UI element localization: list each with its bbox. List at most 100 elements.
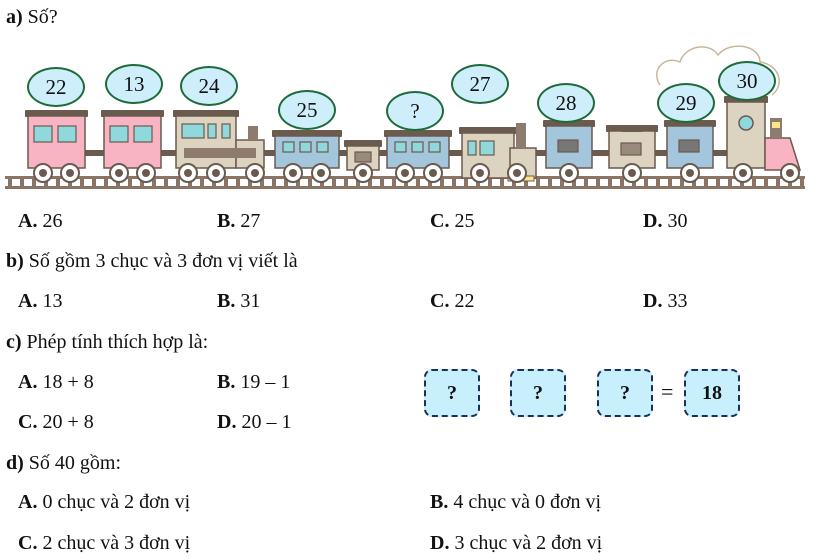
window (411, 141, 424, 153)
option-a-D[interactable]: D. 30 (643, 210, 687, 233)
window (133, 125, 153, 143)
option-b-B[interactable]: B. 31 (217, 290, 260, 313)
rail-tie (104, 179, 108, 186)
rail-tie (536, 179, 540, 186)
option-a-C[interactable]: C. 25 (430, 210, 474, 233)
rail-tie (332, 179, 336, 186)
question-b-label: b) (6, 250, 24, 272)
rail-tie (488, 179, 492, 186)
equation-box-2[interactable]: ? (510, 369, 566, 417)
option-c-D[interactable]: D. 20 – 1 (217, 411, 291, 434)
option-text: 3 chục và 2 đơn vị (454, 532, 603, 554)
rail-tie (572, 179, 576, 186)
rail-tie (776, 179, 780, 186)
option-letter: D. (643, 290, 663, 312)
rail-tie (380, 179, 384, 186)
option-text: 13 (42, 290, 63, 312)
window (394, 141, 407, 153)
option-b-D[interactable]: D. 33 (643, 290, 687, 313)
option-text: 2 chục và 3 đơn vị (42, 532, 191, 554)
rail-tie (272, 179, 276, 186)
option-b-C[interactable]: C. 22 (430, 290, 474, 313)
rail-tie (680, 179, 684, 186)
option-letter: A. (18, 210, 38, 232)
question-a-prompt: Số? (27, 6, 58, 28)
question-d-label: d) (6, 452, 24, 474)
option-text: 33 (667, 290, 688, 312)
option-letter: A. (18, 491, 38, 513)
equation-box-1[interactable]: ? (424, 369, 480, 417)
rail-tie (128, 179, 132, 186)
window (428, 141, 441, 153)
option-d-B[interactable]: B. 4 chục và 0 đơn vị (430, 491, 601, 514)
rail-tie (260, 179, 264, 186)
wheel-hub (142, 169, 150, 177)
option-a-A[interactable]: A. 26 (18, 210, 62, 233)
option-letter: B. (217, 210, 236, 232)
wheel-hub (513, 169, 521, 177)
option-text: 25 (454, 210, 475, 232)
rail-tie (596, 179, 600, 186)
train-number-2: 13 (105, 64, 163, 104)
lamp (772, 122, 780, 128)
option-c-C[interactable]: C. 20 + 8 (18, 411, 94, 434)
option-d-D[interactable]: D. 3 chục và 2 đơn vị (430, 532, 602, 555)
rail-tie (200, 179, 204, 186)
rail-tie (764, 179, 768, 186)
wheel-hub (115, 169, 123, 177)
rail-tie (8, 179, 12, 186)
option-text: 20 + 8 (42, 411, 94, 433)
rail-tie (584, 179, 588, 186)
equation-box-3[interactable]: ? (597, 369, 653, 417)
wheel-hub (212, 169, 220, 177)
option-letter: B. (217, 371, 236, 393)
option-text: 26 (42, 210, 63, 232)
option-letter: B. (217, 290, 236, 312)
option-b-A[interactable]: A. 13 (18, 290, 62, 313)
train-illustration (5, 45, 805, 189)
rail-tie (608, 179, 612, 186)
train-number-6: 27 (451, 64, 509, 104)
rail-tie (392, 179, 396, 186)
question-a-heading: a) Số? (6, 6, 58, 29)
window (57, 125, 77, 143)
wheel-hub (401, 169, 409, 177)
option-d-A[interactable]: A. 0 chục và 2 đơn vị (18, 491, 190, 514)
rail-tie (464, 179, 468, 186)
loco-stripe (184, 148, 256, 158)
rail-tie (524, 179, 528, 186)
rail-tie (500, 179, 504, 186)
option-c-B[interactable]: B. 19 – 1 (217, 371, 290, 394)
question-c-heading: c) Phép tính thích hợp là: (6, 331, 208, 354)
option-a-B[interactable]: B. 27 (217, 210, 260, 233)
option-text: 19 – 1 (240, 371, 291, 393)
smoke-cloud (656, 45, 780, 96)
option-letter: C. (430, 210, 450, 232)
wheel-hub (184, 169, 192, 177)
rail-tie (716, 179, 720, 186)
option-letter: D. (643, 210, 663, 232)
window (181, 123, 205, 139)
window (221, 123, 231, 139)
porthole-window (738, 115, 754, 131)
option-letter: C. (18, 532, 38, 554)
option-text: 18 + 8 (42, 371, 94, 393)
window (467, 140, 477, 156)
wheel-hub (739, 169, 747, 177)
option-d-C[interactable]: C. 2 chục và 3 đơn vị (18, 532, 190, 555)
rail-tie (56, 179, 60, 186)
rail-tie (692, 179, 696, 186)
option-text: 27 (240, 210, 261, 232)
window (678, 139, 700, 153)
rail-tie (800, 179, 804, 186)
option-text: 31 (240, 290, 261, 312)
option-letter: C. (18, 411, 38, 433)
window (207, 123, 217, 139)
rail-tie (308, 179, 312, 186)
wheel-hub (289, 169, 297, 177)
rail-tie (368, 179, 372, 186)
rail-tie (152, 179, 156, 186)
wheel-hub (359, 169, 367, 177)
option-letter: A. (18, 371, 38, 393)
option-c-A[interactable]: A. 18 + 8 (18, 371, 94, 394)
